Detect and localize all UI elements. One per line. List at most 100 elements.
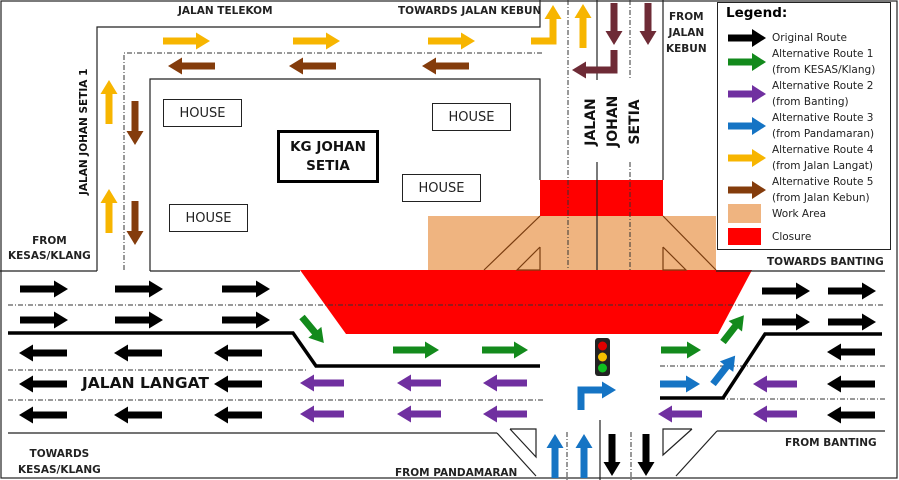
arrow-alt4-eastbound <box>428 32 475 50</box>
legend-label: Alternative Route 1 (from KESAS/Klang) <box>772 46 875 78</box>
arrow-original-southbound <box>637 434 655 476</box>
traffic-light-green <box>598 363 607 373</box>
arrow-alt5-southbound <box>639 3 657 45</box>
arrow-alt5-southbound <box>126 101 144 145</box>
legend-label-line: (from KESAS/Klang) <box>772 64 876 76</box>
label-jalan-langat: JALAN LANGAT <box>82 374 209 392</box>
label-towards-kesas-klang-line2: KESAS/KLANG <box>18 464 101 476</box>
pandamaran-edge-left <box>496 432 537 477</box>
legend-label: Alternative Route 5 (from Jalan Kebun) <box>772 174 873 206</box>
arrow-alt3-eastbound <box>660 375 700 393</box>
arrow-alt2-westbound <box>397 374 441 392</box>
label-from-kesas-klang-line2: KESAS/KLANG <box>8 250 91 262</box>
legend-label: Alternative Route 4(from Jalan Langat) <box>772 142 873 174</box>
arrow-original-westbound <box>827 406 875 424</box>
arrow-alt5-southbound <box>605 3 623 45</box>
legend-label-line: (from Jalan Kebun) <box>772 192 870 204</box>
arrow-alt3-northbound <box>546 434 564 478</box>
legend-label-line: Alternative Route 5 <box>772 176 874 188</box>
arrow-alt2-westbound <box>753 375 797 393</box>
label-from-jalan-kebun: FROM JALAN KEBUN <box>666 9 707 57</box>
legend-label-line: Alternative Route 1 <box>772 48 874 60</box>
arrow-original-eastbound <box>762 282 810 300</box>
village-name-line1: KG JOHAN <box>290 138 366 155</box>
work-area <box>428 216 716 270</box>
label-jalan-johan-setia-1: JALAN JOHAN SETIA 1 <box>78 68 90 195</box>
road-edge-outer-telekom <box>96 0 541 271</box>
median-left <box>8 331 540 368</box>
arrow-alt1-diversion <box>299 314 324 344</box>
arrow-alt2-westbound <box>483 374 527 392</box>
arrow-original-westbound <box>114 406 162 424</box>
arrow-original-eastbound <box>222 311 270 329</box>
legend-label: Closure <box>772 229 811 245</box>
legend-label-line: (from Banting) <box>772 96 849 108</box>
arrow-alt4-northbound <box>100 189 118 233</box>
legend-label: Alternative Route 2 (from Banting) <box>772 78 873 110</box>
legend-label: Work Area <box>772 206 826 222</box>
arrow-alt1-eastbound <box>482 341 528 359</box>
label-from-kesas-klang: FROM KESAS/KLANG <box>8 234 91 264</box>
arrow-alt4-eastbound <box>293 32 340 50</box>
arrow-alt4-northbound <box>574 4 592 48</box>
label-from-jalan-kebun-line3: KEBUN <box>666 43 707 55</box>
arrow-alt4-turn-shaft <box>531 19 557 45</box>
arrow-original-westbound <box>19 406 67 424</box>
arrow-alt5-westbound <box>289 57 336 75</box>
house-1: HOUSE <box>163 99 242 127</box>
arrow-original-westbound <box>827 375 875 393</box>
work-area-island-left <box>515 246 541 271</box>
legend-label: Original Route <box>772 30 847 46</box>
legend-label-line: Alternative Route 2 <box>772 80 874 92</box>
arrow-original-westbound <box>114 344 162 362</box>
arrow-original-eastbound <box>222 280 270 298</box>
legend-item-alt5: Alternative Route 5 (from Jalan Kebun) <box>718 174 888 206</box>
label-jalan-johan-setia-line3: SETIA <box>627 99 643 145</box>
arrow-alt3-turn <box>577 381 616 410</box>
arrow-alt2-westbound <box>753 405 797 423</box>
arrow-original-eastbound <box>115 311 163 329</box>
label-from-jalan-kebun-line2: JALAN <box>668 27 705 39</box>
road-edge-inner-block <box>149 78 541 271</box>
legend-label-line: Original Route <box>772 32 847 44</box>
arrow-alt2-westbound <box>483 405 527 423</box>
closure-jalan-langat <box>300 270 752 334</box>
arrow-original-westbound <box>19 375 67 393</box>
village-name-line2: SETIA <box>306 157 350 174</box>
arrow-alt3-northbound <box>575 434 593 478</box>
island-left <box>509 428 537 459</box>
arrow-alt1-eastbound <box>661 341 701 359</box>
arrow-alt3-turn-head <box>602 381 616 399</box>
legend-label-line: (from Jalan Langat) <box>772 160 873 172</box>
arrow-alt5-westbound <box>422 57 469 75</box>
legend-arrow-icon <box>728 117 766 135</box>
lane-divider-telekom <box>123 52 543 270</box>
legend-item-original: Original Route <box>718 29 888 47</box>
arrow-original-westbound <box>827 343 875 361</box>
legend-label-line: Closure <box>772 231 812 243</box>
label-jalan-johan-setia-line2: JOHAN <box>605 95 621 147</box>
traffic-light-amber <box>598 352 607 362</box>
route-arrows <box>19 3 876 478</box>
legend-arrow-icon <box>728 53 766 71</box>
work-area-slant-left <box>483 215 541 271</box>
arrow-original-westbound <box>214 406 262 424</box>
arrow-original-eastbound <box>115 280 163 298</box>
arrow-original-eastbound <box>20 280 68 298</box>
legend-title: Legend: <box>726 5 788 21</box>
label-jalan-johan-setia-line1: JALAN <box>583 98 599 146</box>
legend-label-line: Alternative Route 3 <box>772 112 874 124</box>
label-from-banting: FROM BANTING <box>785 437 877 449</box>
arrow-alt4-eastbound <box>163 32 210 50</box>
arrow-alt2-westbound <box>300 374 344 392</box>
legend-arrow-icon <box>728 29 766 47</box>
median-right <box>660 332 882 400</box>
legend-swatch-icon <box>728 228 761 245</box>
arrow-original-eastbound <box>828 282 876 300</box>
work-area-slant-right <box>662 215 717 271</box>
arrow-alt2-westbound <box>658 405 702 423</box>
traffic-light <box>595 338 610 376</box>
